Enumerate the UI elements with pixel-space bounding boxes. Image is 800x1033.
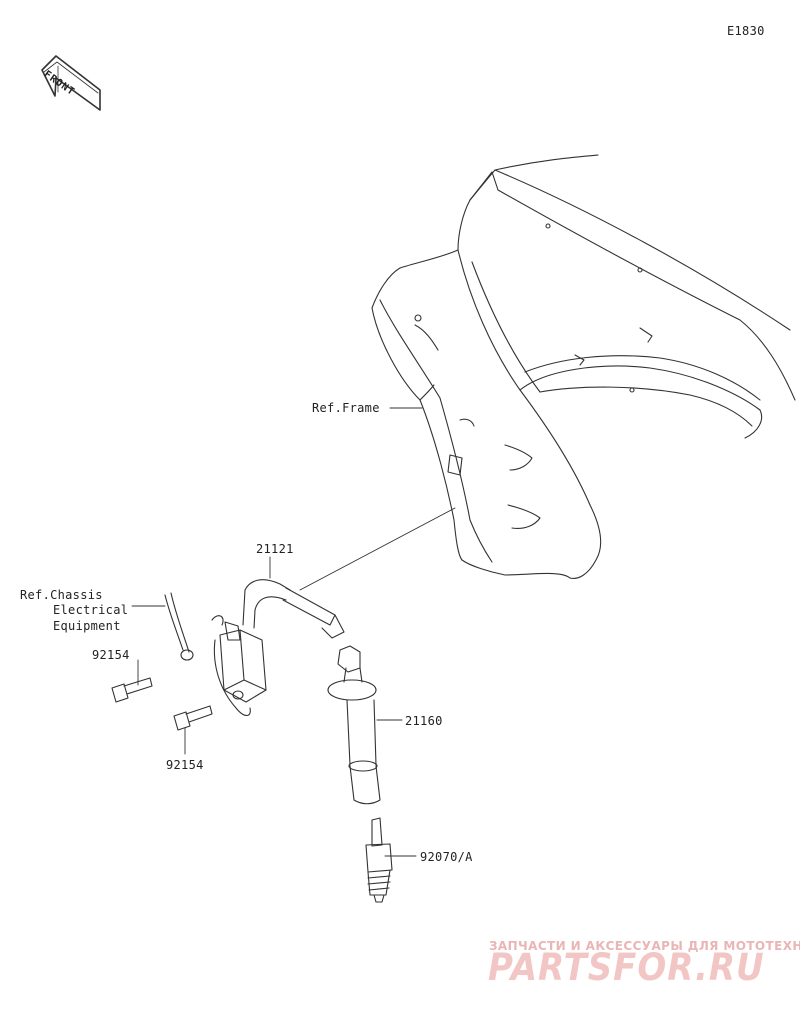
label-92070: 92070/A bbox=[420, 850, 473, 864]
label-ref-frame: Ref.Frame bbox=[312, 401, 380, 415]
label-92154-lower: 92154 bbox=[166, 758, 204, 772]
watermark-tagline: ЗАПЧАСТИ И АКСЕССУАРЫ ДЛЯ МОТОТЕХНИКИ bbox=[489, 939, 800, 953]
bolt-92154-upper bbox=[111, 677, 153, 703]
ground-wire bbox=[164, 592, 194, 661]
label-92154-upper: 92154 bbox=[92, 648, 130, 662]
label-ref-chassis-2: Electrical bbox=[53, 603, 129, 617]
front-arrow-icon bbox=[41, 55, 101, 111]
leader-lines bbox=[131, 407, 456, 857]
label-21121: 21121 bbox=[256, 542, 294, 556]
plug-cap bbox=[327, 645, 381, 805]
watermark-logo: PARTSFOR.RU bbox=[488, 946, 765, 989]
label-ref-chassis-3: Equipment bbox=[53, 619, 121, 633]
label-ref-chassis-1: Ref.Chassis bbox=[20, 588, 103, 602]
spark-plug bbox=[365, 817, 393, 903]
diagram-code: E1830 bbox=[727, 24, 765, 38]
frame-outline bbox=[371, 154, 796, 579]
ignition-coil bbox=[211, 579, 345, 717]
bolt-92154-lower bbox=[173, 705, 213, 731]
label-21160: 21160 bbox=[405, 714, 443, 728]
